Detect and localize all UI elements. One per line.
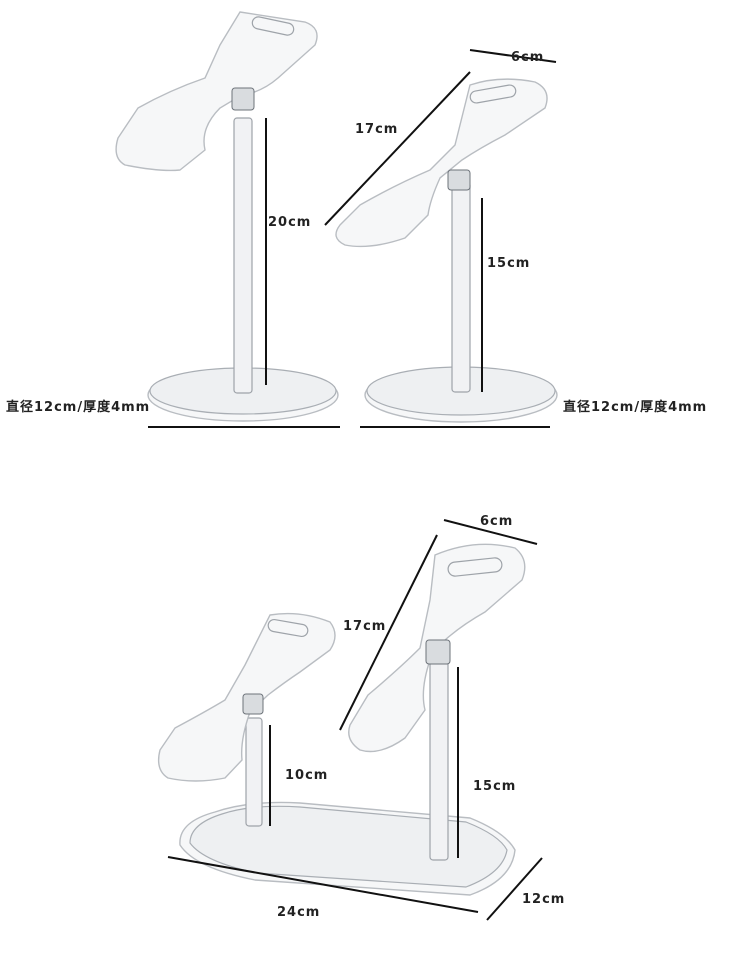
hinge-clip	[447, 169, 471, 191]
base-length-line	[167, 856, 479, 913]
hinge-clip	[231, 87, 255, 111]
height-label: 20cm	[268, 215, 311, 230]
shoe-plate	[115, 11, 318, 172]
base-width-line	[486, 857, 543, 921]
support-post	[451, 181, 471, 393]
short-post	[245, 717, 263, 827]
stand-20cm: 20cm 直径12cm/厚度4mm	[6, 11, 340, 428]
shoe-plate	[335, 78, 548, 248]
width-line	[469, 49, 557, 63]
support-post	[233, 117, 253, 394]
base-length-label: 24cm	[277, 905, 320, 920]
width-line	[443, 519, 538, 545]
width-label: 6cm	[480, 514, 513, 529]
short-height-label: 10cm	[285, 768, 328, 783]
tall-height-label: 15cm	[473, 779, 516, 794]
length-line	[324, 71, 471, 226]
base-label: 直径12cm/厚度4mm	[6, 399, 150, 415]
base-label: 直径12cm/厚度4mm	[563, 399, 707, 415]
length-label: 17cm	[343, 619, 386, 634]
height-label: 15cm	[487, 256, 530, 271]
stand-15cm: 6cm 17cm 15cm 直径12cm/厚度4mm	[324, 49, 707, 428]
base-width-label: 12cm	[522, 892, 565, 907]
tall-post	[429, 649, 449, 861]
width-label: 6cm	[511, 50, 544, 65]
double-stand: 6cm 17cm 10cm 15cm 24cm 12cm	[157, 514, 565, 921]
length-line	[339, 534, 438, 731]
length-label: 17cm	[355, 122, 398, 137]
